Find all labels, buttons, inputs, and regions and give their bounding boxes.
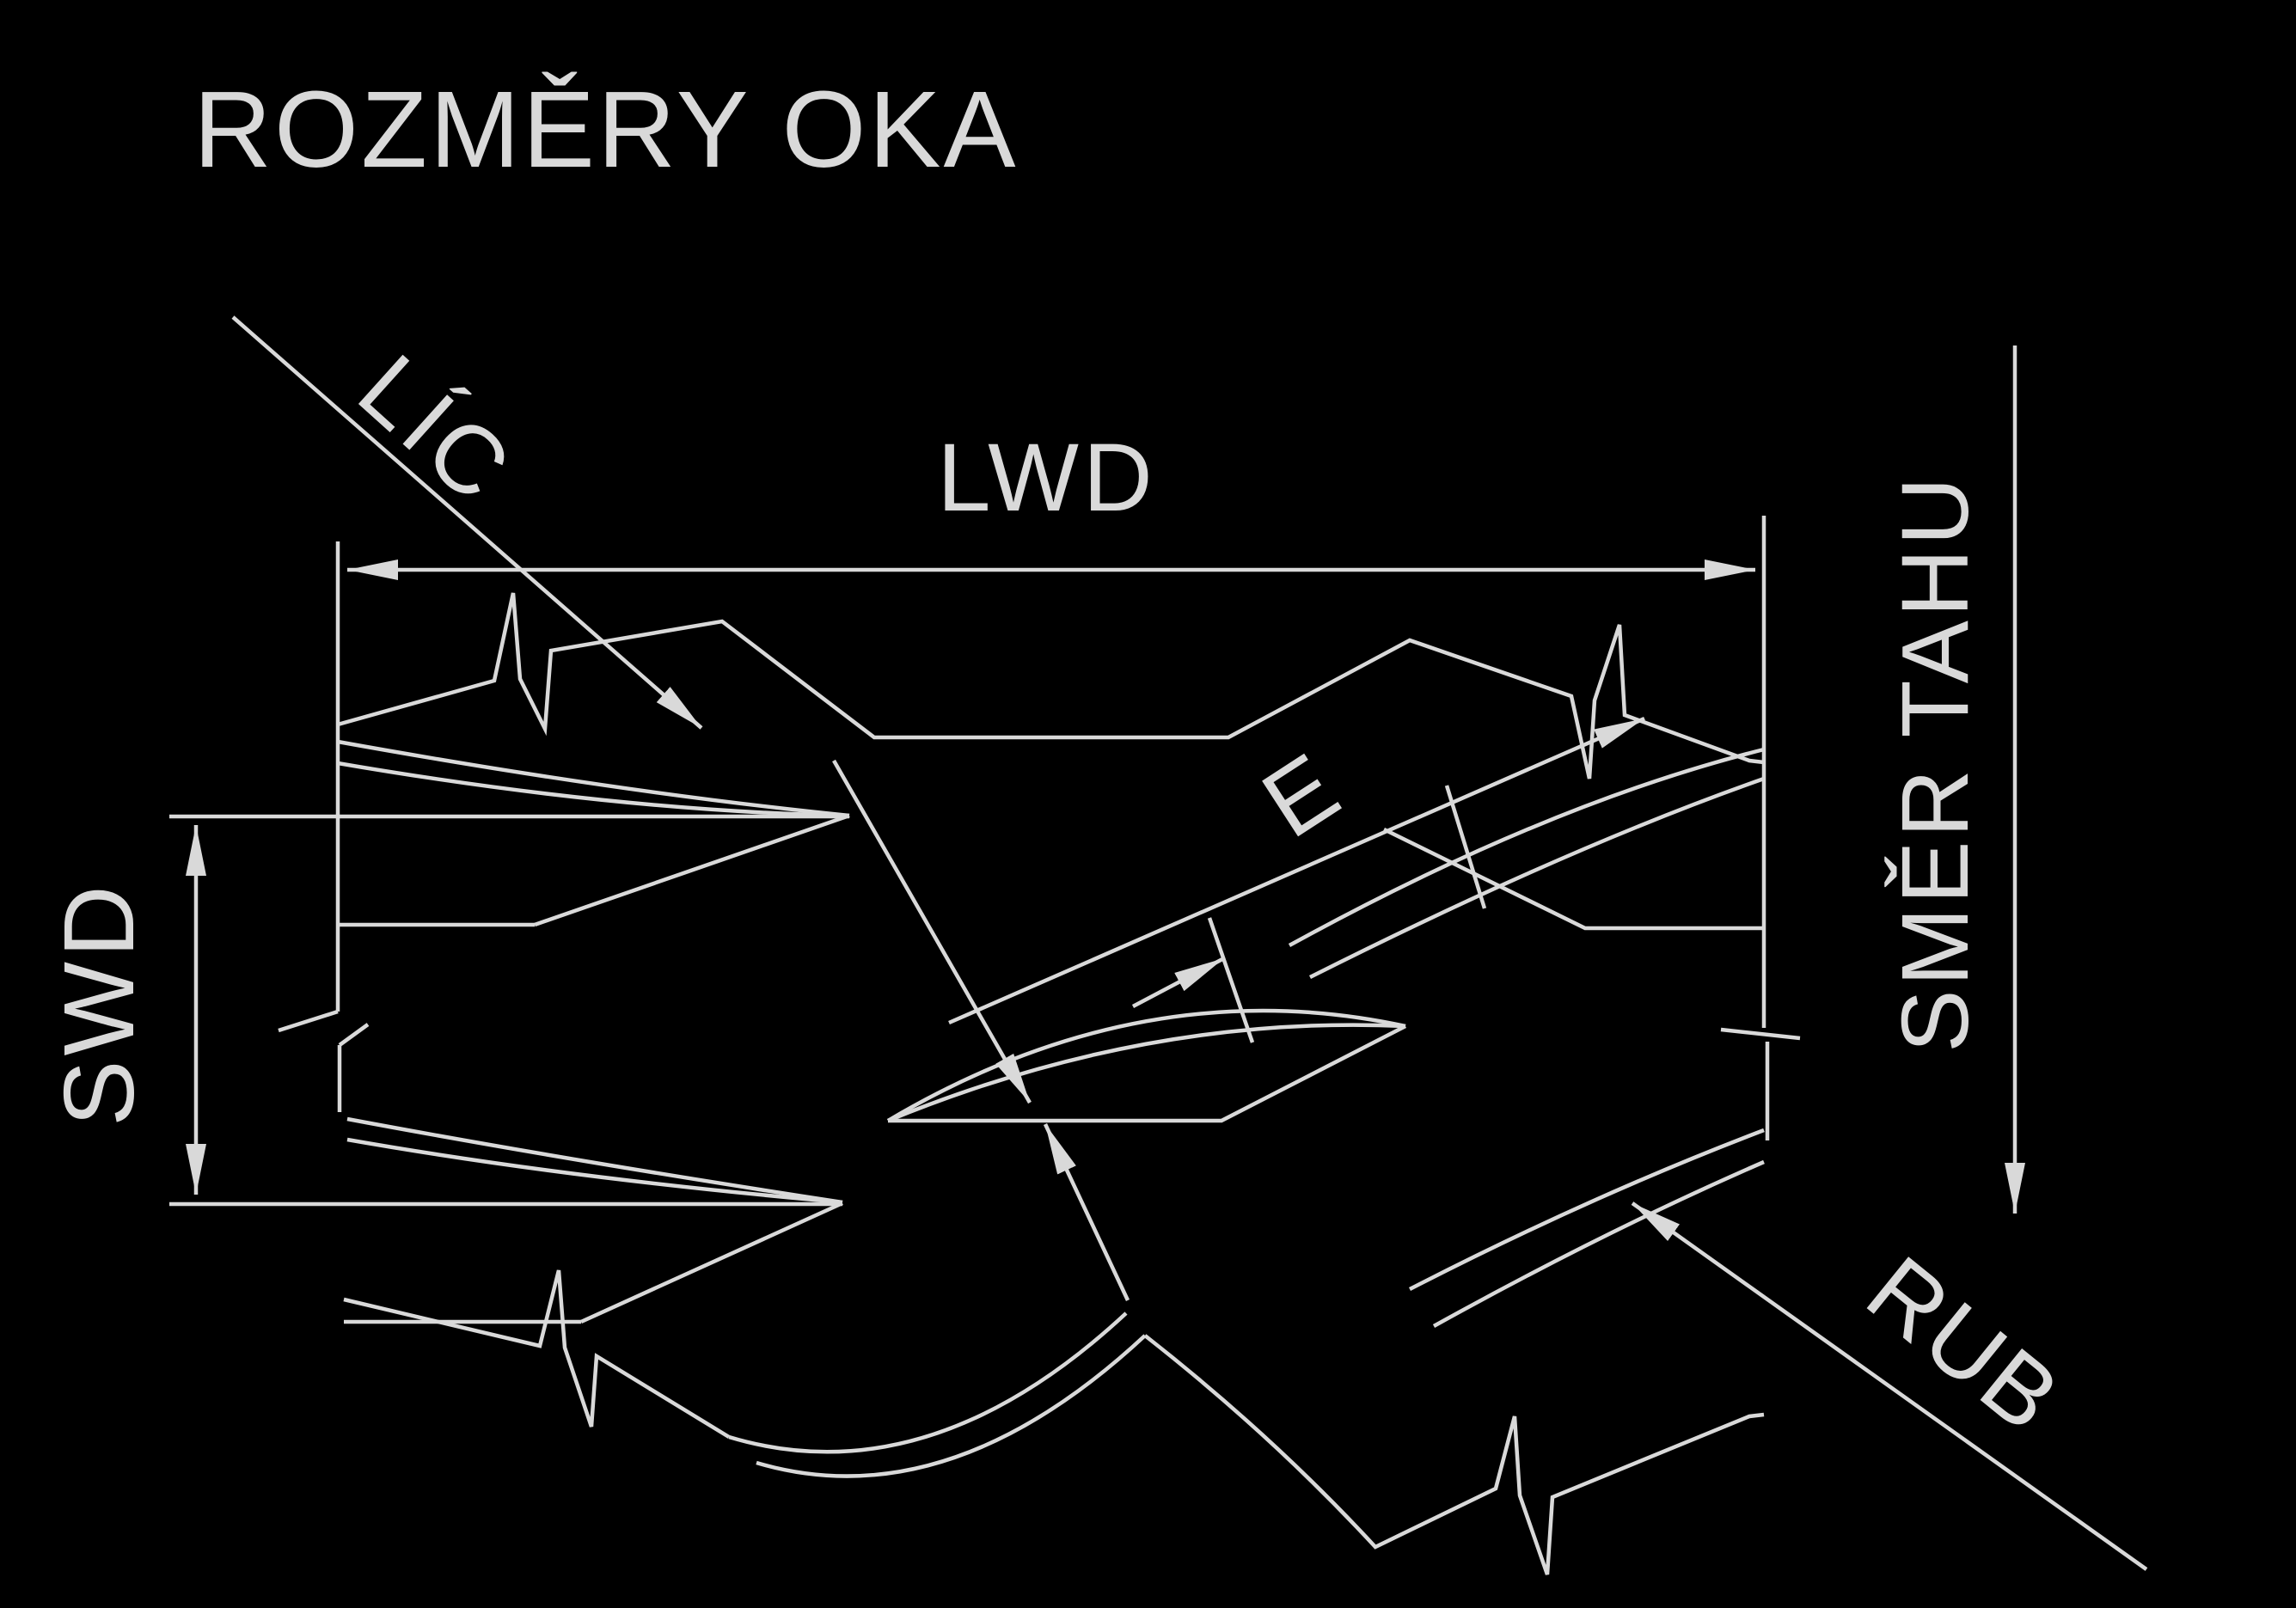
page-title: ROZMĚRY OKA	[193, 69, 1019, 190]
mesh-strand-bottom-left	[344, 1116, 843, 1324]
mesh-top-edge	[337, 592, 1765, 780]
swd-dimension-label: SWD	[43, 881, 155, 1127]
lwd-dimension-label: LWD	[937, 424, 1157, 531]
mesh-strand-top-left	[337, 739, 850, 927]
e-dimension	[832, 716, 1645, 1301]
pull-direction-label: SMĚR TAHU	[1883, 474, 1988, 1053]
lic-leader-arrow	[231, 315, 703, 730]
mesh-strand-bottom-right	[1408, 1128, 1765, 1328]
lwd-dimension	[347, 516, 1801, 1140]
rub-leader-arrow	[1631, 1201, 2148, 1571]
swd-dimension	[169, 814, 849, 1207]
mesh-bottom-edge	[343, 1269, 1765, 1575]
mesh-central-opening	[886, 1008, 1407, 1123]
mesh-strand-top-right	[1288, 747, 1765, 980]
mesh-left-edge	[278, 541, 370, 1112]
